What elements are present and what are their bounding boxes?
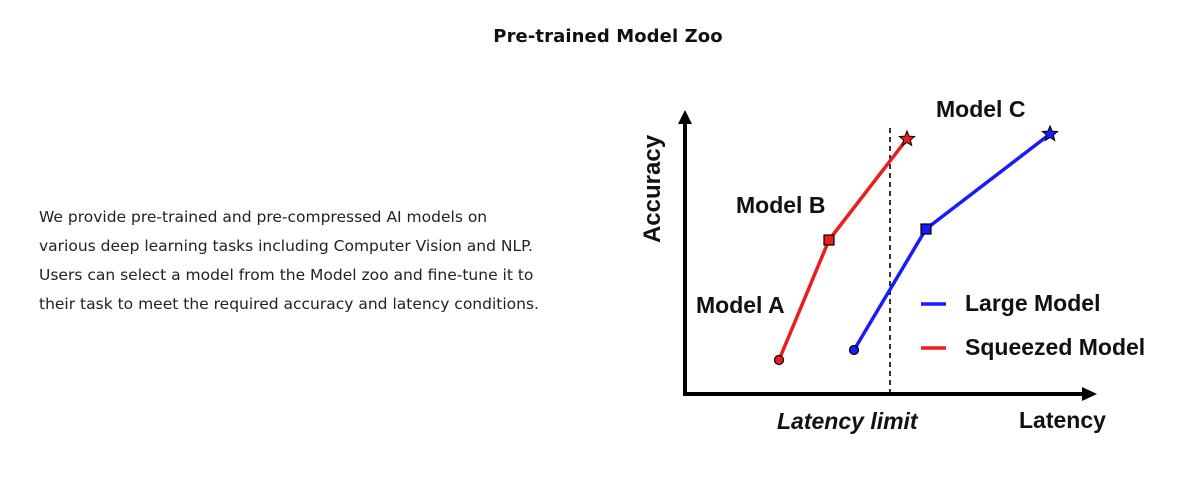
model-b-label: Model B [736,192,825,218]
description-text: We provide pre-trained and pre-compresse… [39,203,609,319]
description-line: We provide pre-trained and pre-compresse… [39,208,488,226]
large-model-b-marker [920,223,932,235]
x-axis-arrow-icon [1082,387,1097,401]
page-title: Pre-trained Model Zoo [493,26,723,47]
description-line: various deep learning tasks including Co… [39,237,533,255]
model-c-label: Model C [936,96,1025,122]
squeezed-model-b-marker [823,234,835,246]
legend-label-large: Large Model [965,290,1100,316]
x-axis-label: Latency [1019,407,1106,433]
model-a-label: Model A [696,292,785,318]
latency-limit-label: Latency limit [777,408,919,434]
large-model-a-marker [848,344,860,356]
legend-label-squeezed: Squeezed Model [965,334,1145,360]
squeezed-model-a-marker [773,354,785,366]
y-axis-label: Accuracy [639,134,666,243]
large-model-c-star-icon [1041,124,1059,142]
description-line: Users can select a model from the Model … [39,266,534,284]
y-axis-arrow-icon [678,110,692,124]
description-line: their task to meet the required accuracy… [39,295,539,313]
large-model-line [852,132,1052,352]
squeezed-model-c-star-icon [898,129,916,147]
squeezed-model-line [777,137,909,362]
